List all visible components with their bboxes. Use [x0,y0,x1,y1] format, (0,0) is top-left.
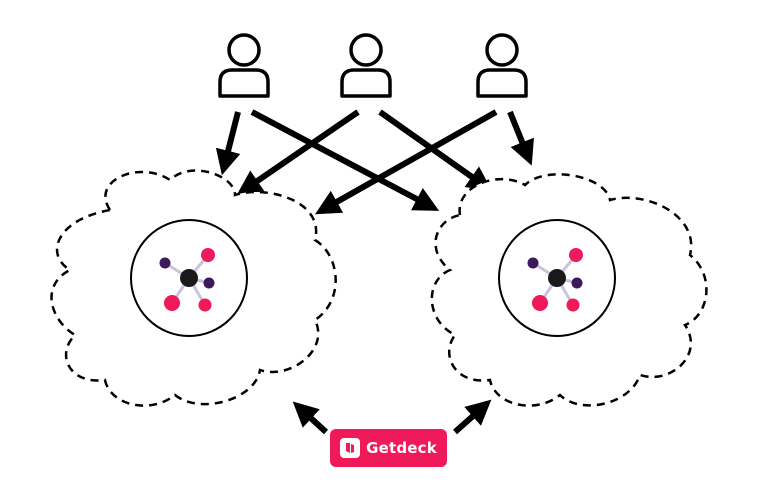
environment-right [430,173,708,407]
user-icon [340,33,392,98]
kubernetes-cluster-icon [527,248,583,312]
arrow-getdeck-env1 [292,401,329,435]
user-icon [476,33,528,98]
arrow-getdeck-env2 [453,399,492,435]
kubernetes-cluster-icon [159,248,215,312]
arrow-user2-env1 [236,109,360,196]
arrow-user1-env1 [215,111,241,176]
getdeck-logo-icon [340,438,361,458]
arrow-user1-env2 [250,109,440,211]
arrow-user3-env1 [315,109,498,215]
getdeck-badge: Getdeck [330,429,447,467]
arrow-user3-env2 [507,110,534,166]
brand-name: Getdeck [366,439,437,457]
environment-left [50,169,337,407]
user-icon [218,33,270,98]
